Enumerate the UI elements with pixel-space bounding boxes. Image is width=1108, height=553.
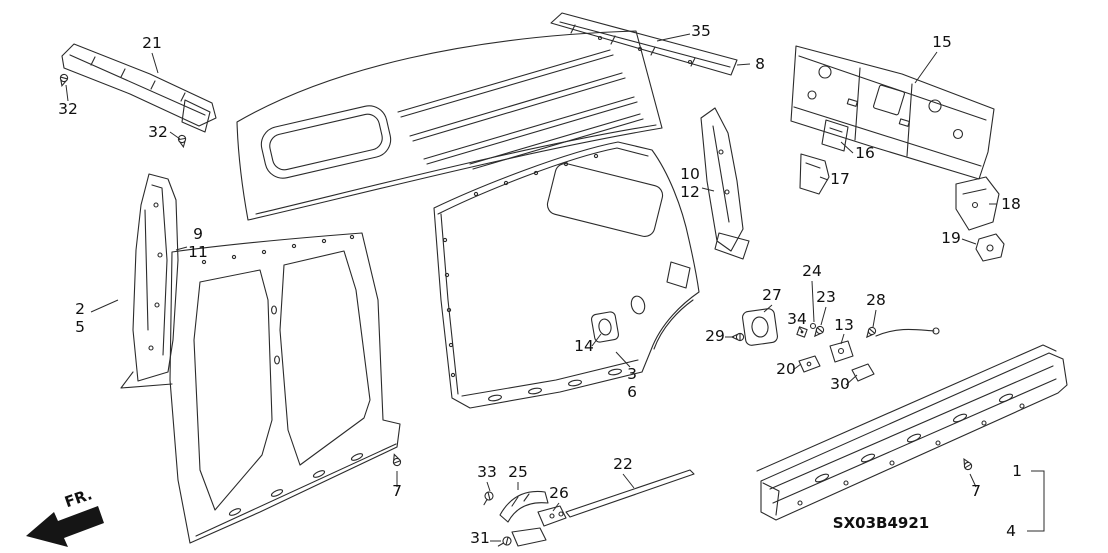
diagram-code: SX03B4921 <box>833 514 929 532</box>
part-label-17: 17 <box>830 170 850 188</box>
rear-panel <box>790 45 995 180</box>
part-label-28: 28 <box>866 291 886 309</box>
part-label-9: 9 <box>193 225 203 243</box>
part-label-35: 35 <box>691 22 711 40</box>
part-label-33: 33 <box>477 463 497 481</box>
side-sill-panel <box>756 344 1068 521</box>
part-label-7-right: 7 <box>971 482 981 500</box>
roof-side-rail <box>61 43 217 133</box>
part-label-5: 5 <box>75 318 85 336</box>
roof-panel <box>236 30 663 221</box>
part-label-11: 11 <box>188 243 208 261</box>
rear-roof-rail <box>550 12 738 76</box>
part-label-19: 19 <box>941 229 961 247</box>
part-label-2: 2 <box>75 300 85 318</box>
clip-32-top-icon <box>57 73 69 88</box>
rear-door-opening <box>279 250 371 466</box>
part-label-25: 25 <box>508 463 528 481</box>
screw-33-icon <box>479 489 496 508</box>
bracket-13 <box>829 340 854 363</box>
clip-7-right-icon <box>960 456 974 472</box>
part-label-14: 14 <box>574 337 594 355</box>
part-label-1: 1 <box>1012 462 1022 480</box>
front-direction-indicator: FR. <box>26 485 104 547</box>
part-label-3: 3 <box>627 365 637 383</box>
part-label-27: 27 <box>762 286 782 304</box>
bracket-17 <box>799 153 830 195</box>
pin-24 <box>809 322 817 330</box>
part-label-15: 15 <box>932 33 952 51</box>
bracket-26 <box>511 505 567 547</box>
leader-lines <box>65 33 1045 542</box>
clip-23-icon <box>811 324 826 339</box>
front-door-opening <box>193 269 273 511</box>
clip-19 <box>975 233 1005 262</box>
gusset-18 <box>955 176 1000 231</box>
clip-32-side-icon <box>177 134 188 149</box>
part-label-21: 21 <box>142 34 162 52</box>
fuel-filler-lid <box>742 308 778 346</box>
bracket-16 <box>821 119 849 152</box>
part-label-30: 30 <box>830 375 850 393</box>
fuel-lid-pocket <box>590 311 620 343</box>
part-label-26: 26 <box>549 484 569 502</box>
splash-guard-25 <box>499 490 549 523</box>
rear-pillar-stiffener <box>700 107 750 260</box>
center-pillar-stiffener <box>120 173 179 389</box>
tail-lamp-pocket <box>666 261 691 289</box>
part-label-22: 22 <box>613 455 633 473</box>
rear-quarter-panel <box>433 141 700 409</box>
grommet-34 <box>796 326 808 338</box>
part-label-8: 8 <box>755 55 765 73</box>
clip-7-left-icon <box>390 452 403 468</box>
clip-28-icon <box>863 325 878 340</box>
part-label-18: 18 <box>1001 195 1021 213</box>
part-label-7-left: 7 <box>392 482 402 500</box>
front-arrow-icon <box>26 506 104 547</box>
quarter-window-opening <box>546 163 664 237</box>
part-label-34: 34 <box>787 310 807 328</box>
part-label-31: 31 <box>470 529 490 547</box>
screw-31-icon <box>495 534 514 551</box>
opener-cable-30 <box>851 327 940 382</box>
bracket-20 <box>798 355 821 373</box>
part-label-4: 4 <box>1006 522 1016 540</box>
part-label-10: 10 <box>680 165 700 183</box>
part-label-32-top: 32 <box>58 100 78 118</box>
part-label-32-side: 32 <box>148 123 168 141</box>
front-label: FR. <box>62 485 94 511</box>
drip-molding <box>558 469 695 518</box>
part-label-24: 24 <box>802 262 822 280</box>
side-outer-panel <box>169 232 401 544</box>
part-callouts: 21 32 32 35 8 15 16 17 10 12 18 19 9 11 … <box>58 22 1022 547</box>
part-label-29: 29 <box>705 327 725 345</box>
fuel-filler-hole <box>630 295 646 315</box>
part-label-13: 13 <box>834 316 854 334</box>
part-label-16: 16 <box>855 144 875 162</box>
sunroof-opening <box>260 105 392 179</box>
part-label-12: 12 <box>680 183 700 201</box>
part-label-20: 20 <box>776 360 796 378</box>
part-label-23: 23 <box>816 288 836 306</box>
part-label-6: 6 <box>627 383 637 401</box>
